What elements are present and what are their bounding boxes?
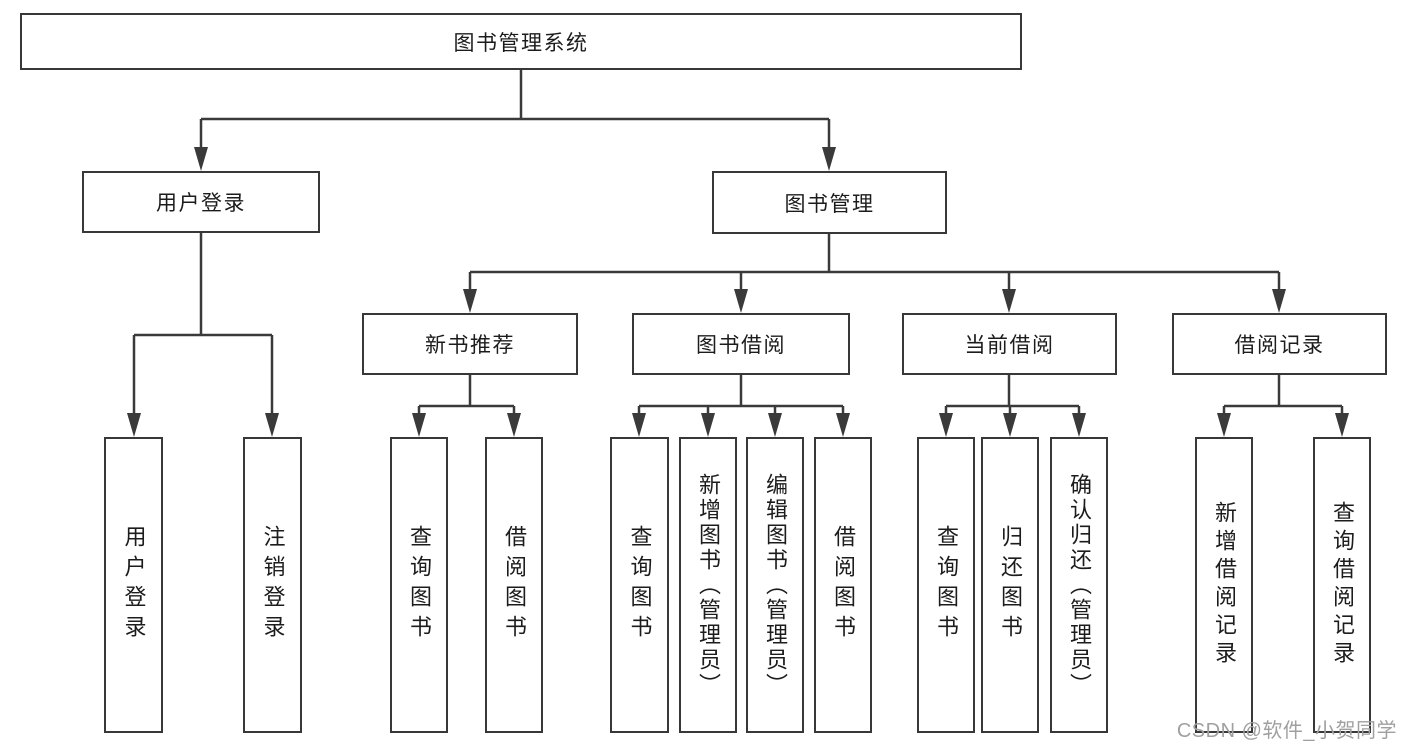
connector-userlogin-to-leaves	[127, 233, 279, 437]
connector-borrow-to-leaves	[632, 375, 850, 437]
leaf-current-confirm-return-admin-label: 确认归还（管理员）	[1067, 472, 1092, 698]
leaf-record-add-record: 新增借阅记录	[1195, 437, 1253, 733]
leaf-current-return-book: 归还图书	[981, 437, 1039, 733]
leaf-borrow-query-book: 查询图书	[610, 437, 669, 733]
csdn-watermark: CSDN @软件_小贺同学	[1176, 720, 1397, 742]
connector-record-to-leaves	[1217, 375, 1349, 437]
node-root-label: 图书管理系统	[453, 31, 589, 55]
node-new-book-recommend-label: 新书推荐	[425, 334, 515, 357]
leaf-borrow-borrow-book-label: 借阅图书	[831, 525, 856, 645]
leaf-newrec-query-book: 查询图书	[390, 437, 448, 733]
leaf-record-query-record-label: 查询借阅记录	[1330, 501, 1355, 669]
leaf-borrow-add-book-admin: 新增图书（管理员）	[679, 437, 737, 733]
leaf-user-login-label: 用户登录	[121, 525, 147, 645]
connector-bookmgmt-to-level3	[463, 234, 1286, 313]
leaf-newrec-borrow-book: 借阅图书	[485, 437, 543, 733]
node-book-borrow-label: 图书借阅	[696, 334, 786, 357]
leaf-current-query-book: 查询图书	[917, 437, 975, 733]
leaf-current-query-book-label: 查询图书	[934, 525, 959, 645]
leaf-current-confirm-return-admin: 确认归还（管理员）	[1050, 437, 1108, 733]
leaf-borrow-add-book-admin-label: 新增图书（管理员）	[696, 472, 721, 698]
leaf-newrec-borrow-book-label: 借阅图书	[502, 525, 527, 645]
leaf-record-query-record: 查询借阅记录	[1313, 437, 1371, 733]
node-borrow-record-label: 借阅记录	[1234, 334, 1325, 357]
leaf-borrow-borrow-book: 借阅图书	[814, 437, 872, 733]
node-borrow-record: 借阅记录	[1172, 313, 1387, 375]
node-book-management: 图书管理	[712, 171, 947, 234]
leaf-record-add-record-label: 新增借阅记录	[1212, 501, 1237, 669]
connector-current-to-leaves	[939, 375, 1086, 437]
node-new-book-recommend: 新书推荐	[362, 313, 578, 375]
connector-root-to-level2	[194, 70, 836, 171]
leaf-borrow-query-book-label: 查询图书	[627, 525, 653, 645]
node-current-borrow-label: 当前借阅	[964, 334, 1055, 357]
leaf-borrow-edit-book-admin-label: 编辑图书（管理员）	[763, 472, 788, 698]
node-book-borrow: 图书借阅	[632, 313, 850, 375]
node-current-borrow: 当前借阅	[902, 313, 1117, 375]
node-user-login: 用户登录	[82, 171, 320, 233]
leaf-logout: 注销登录	[243, 437, 302, 733]
node-root: 图书管理系统	[20, 13, 1022, 70]
leaf-user-login: 用户登录	[104, 437, 163, 733]
leaf-current-return-book-label: 归还图书	[998, 525, 1023, 645]
leaf-logout-label: 注销登录	[260, 525, 286, 645]
connector-newrec-to-leaves	[412, 375, 521, 437]
node-user-login-label: 用户登录	[156, 192, 246, 215]
leaf-newrec-query-book-label: 查询图书	[407, 525, 432, 645]
node-book-management-label: 图书管理	[784, 192, 875, 216]
leaf-borrow-edit-book-admin: 编辑图书（管理员）	[746, 437, 804, 733]
